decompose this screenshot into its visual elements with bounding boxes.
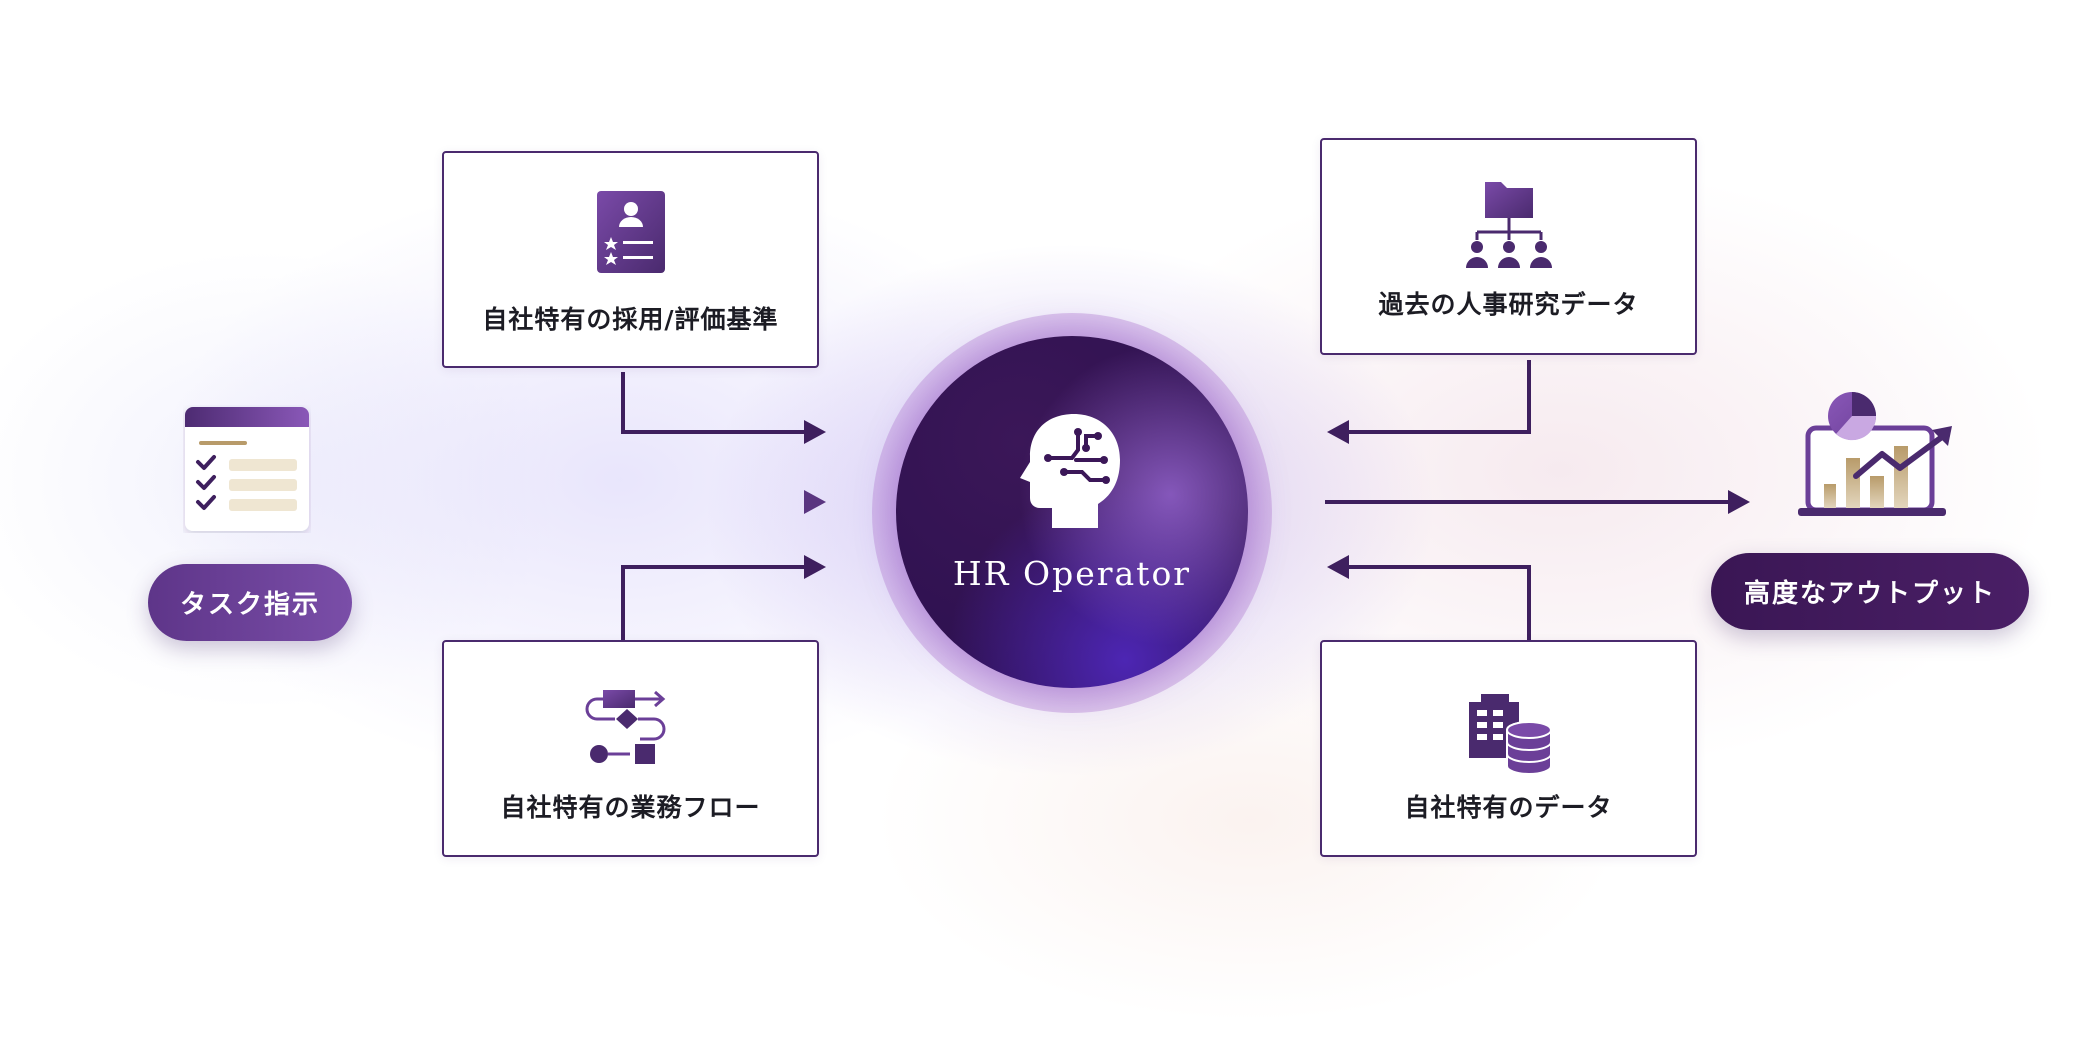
card-workflow: 自社特有の業務フロー	[442, 640, 819, 857]
card-hiring-criteria: 自社特有の採用/評価基準	[442, 151, 819, 368]
card-company-data-label: 自社特有のデータ	[1404, 793, 1613, 822]
arrow-criteria-to-core	[621, 372, 826, 444]
task-checklist-icon	[183, 405, 311, 533]
output-chart-icon	[1796, 392, 1966, 522]
arrow-workflow-to-core	[621, 555, 826, 640]
building-database-icon	[1463, 690, 1555, 776]
chart-report-icon	[1798, 392, 1952, 516]
arrow-core-to-output	[1325, 490, 1750, 514]
card-hr-research: 過去の人事研究データ	[1320, 138, 1697, 355]
task-instruction-label: タスク指示	[179, 590, 320, 620]
task-instruction-pill: タスク指示	[148, 564, 352, 641]
org-folder-icon	[1461, 180, 1557, 276]
flowchart-icon	[583, 688, 679, 770]
brain-head-icon	[1016, 410, 1126, 532]
card-workflow-label: 自社特有の業務フロー	[500, 793, 761, 822]
arrow-task-to-core	[381, 490, 826, 514]
arrow-data-to-core	[1327, 555, 1531, 640]
hr-operator-title: HR Operator	[952, 554, 1192, 593]
advanced-output-pill: 高度なアウトプット	[1711, 553, 2029, 630]
arrow-research-to-core	[1327, 360, 1531, 444]
checklist-icon	[185, 407, 309, 531]
advanced-output-label: 高度なアウトプット	[1743, 579, 1996, 609]
profile-card-icon	[595, 189, 667, 275]
hr-operator-core: HR Operator	[896, 336, 1248, 688]
card-hr-research-label: 過去の人事研究データ	[1378, 290, 1639, 319]
card-hiring-criteria-label: 自社特有の採用/評価基準	[482, 305, 779, 334]
card-company-data: 自社特有のデータ	[1320, 640, 1697, 857]
